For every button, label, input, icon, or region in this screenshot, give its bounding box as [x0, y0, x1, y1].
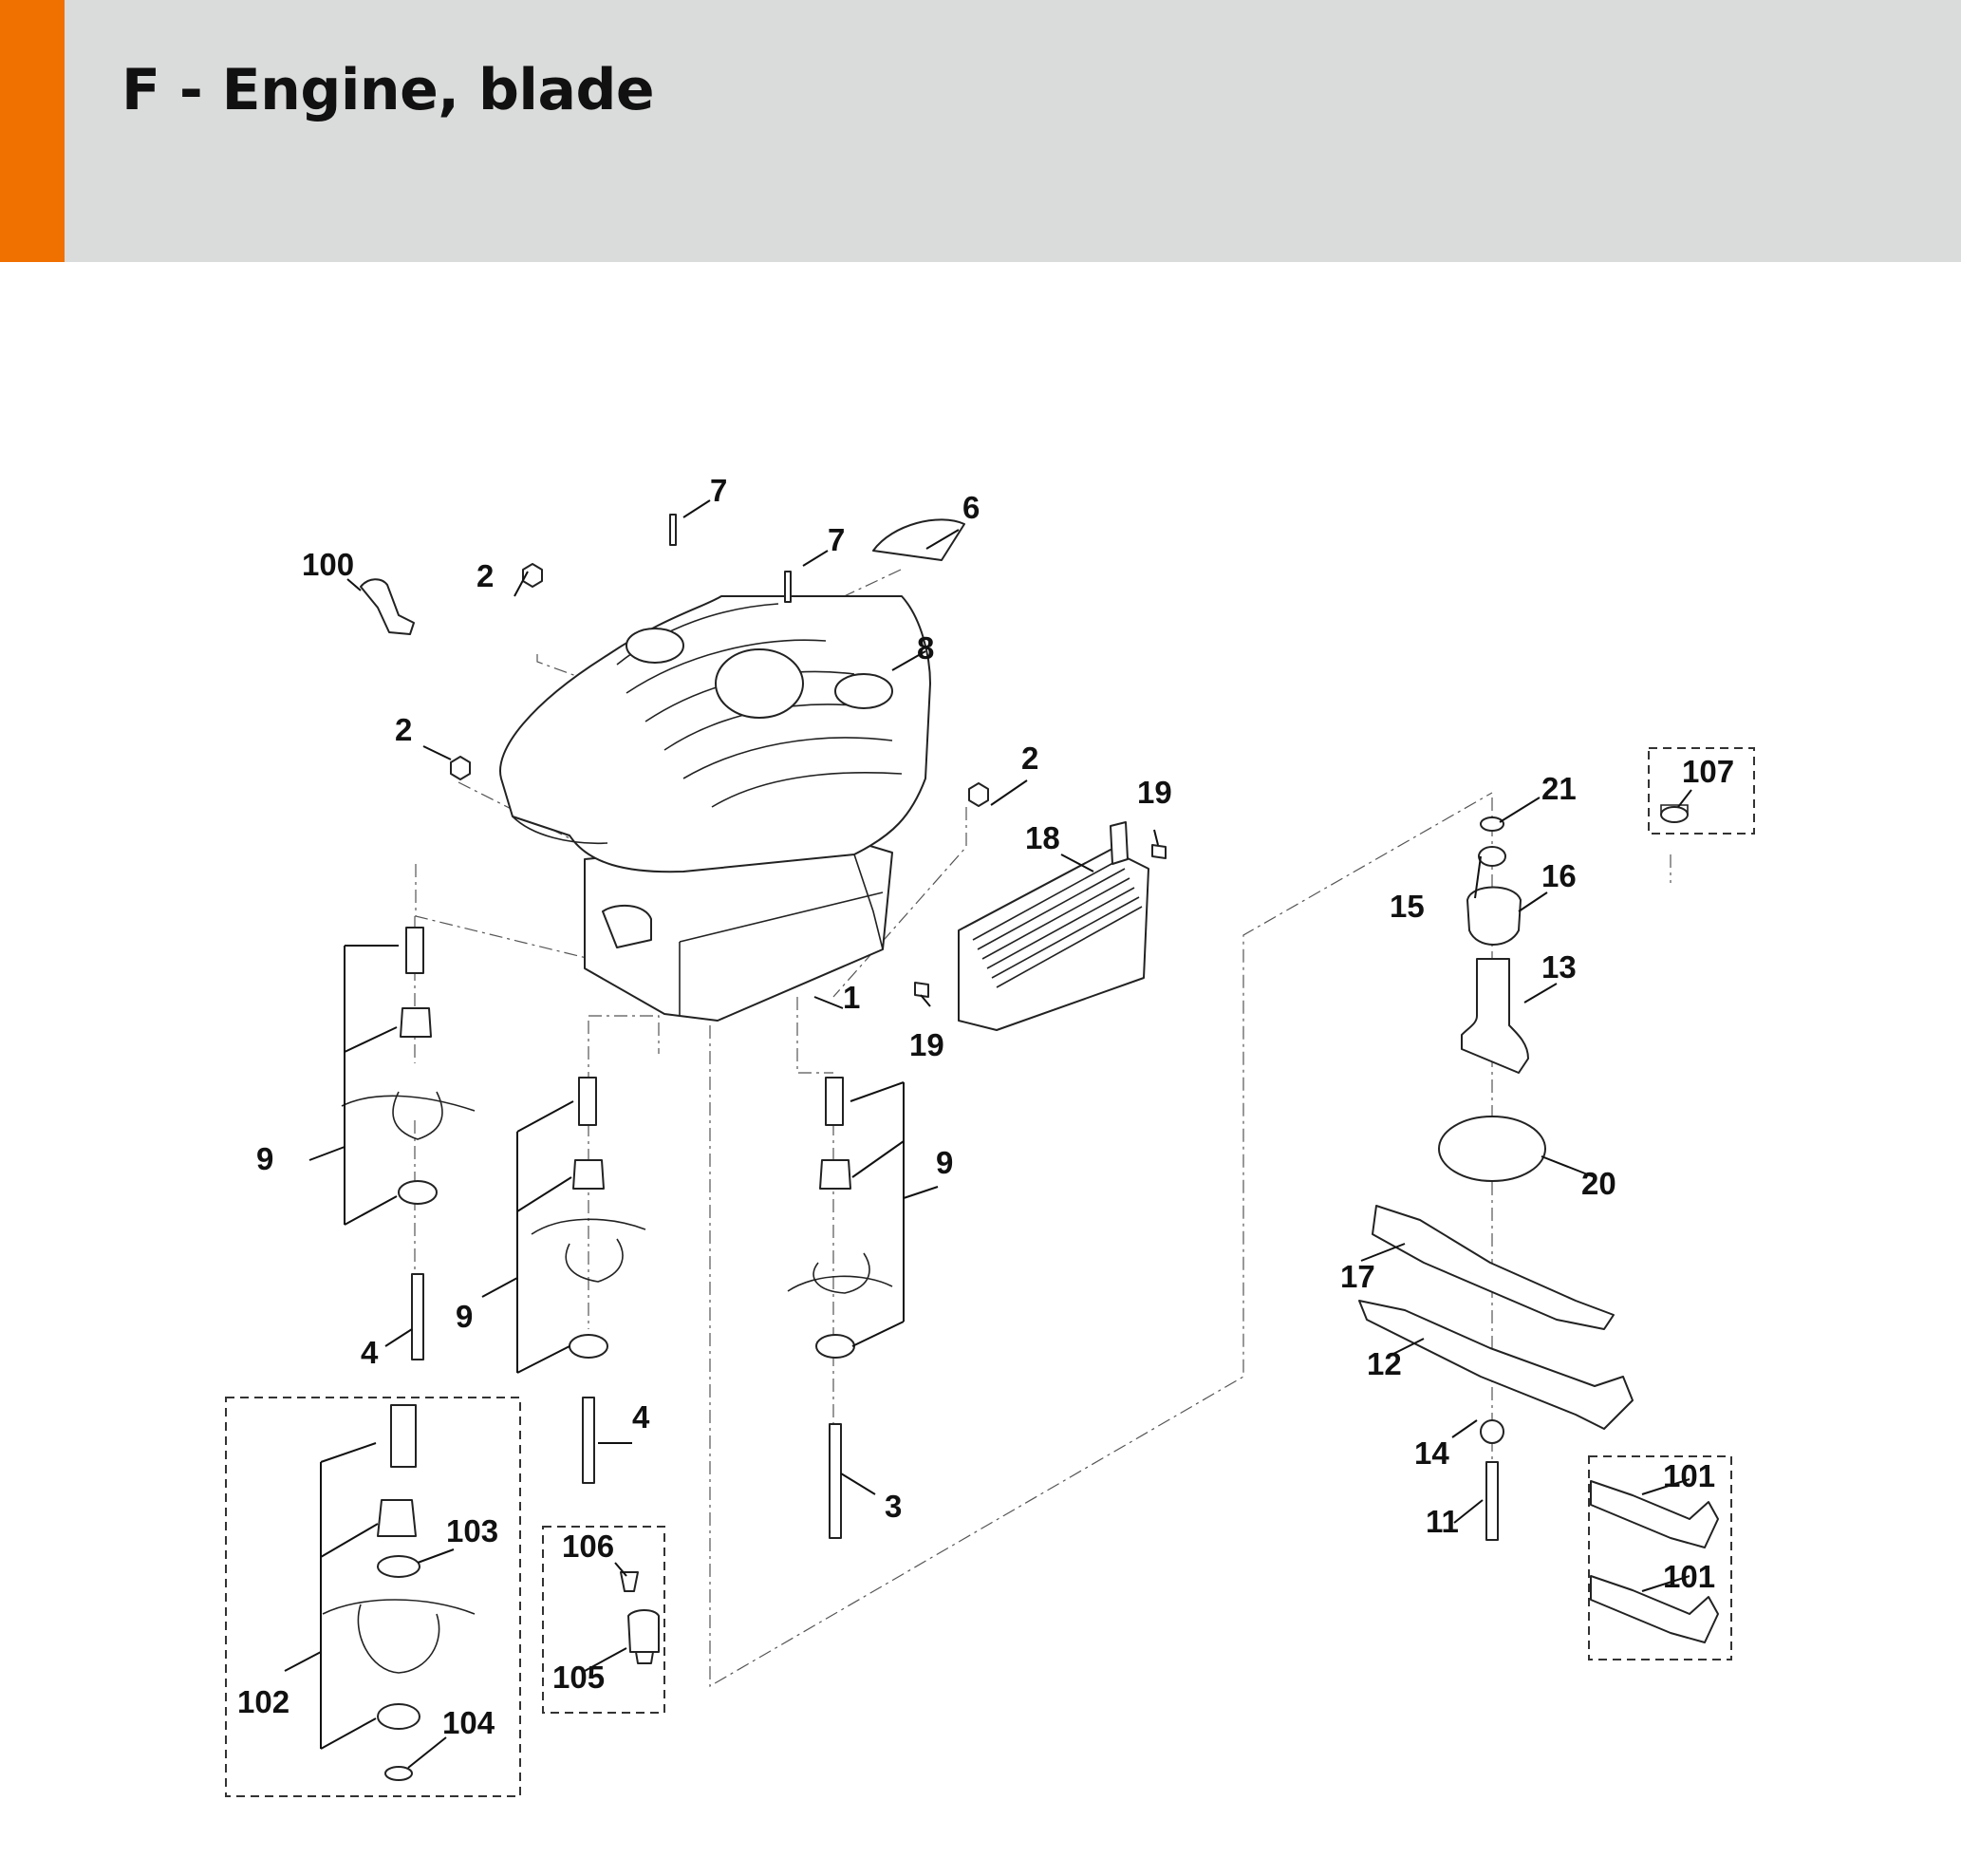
blade-adapter-stack — [1358, 816, 1634, 1541]
right-mount-stack — [787, 1077, 905, 1539]
callout-label: 101 — [1663, 1458, 1715, 1493]
nut-part — [968, 782, 989, 807]
screw-part — [784, 571, 792, 603]
callout-label: 8 — [917, 630, 934, 666]
callout-label: 3 — [885, 1489, 902, 1524]
engine-assembly — [499, 595, 931, 1022]
callout-label: 106 — [562, 1529, 614, 1564]
kit-box-105-106 — [542, 1526, 665, 1714]
callout-label: 9 — [256, 1141, 273, 1176]
callout-label: 16 — [1541, 858, 1577, 893]
callout-label: 1 — [843, 980, 860, 1015]
middle-mount-stack — [516, 1077, 646, 1484]
callout-label: 9 — [936, 1145, 953, 1180]
callout-label: 17 — [1340, 1259, 1375, 1294]
kit-box-101 — [1588, 1455, 1732, 1660]
callout-label: 100 — [302, 547, 354, 582]
page-title: F - Engine, blade — [121, 57, 655, 123]
callout-label: 18 — [1025, 820, 1060, 855]
screw-part — [669, 514, 677, 546]
cap-part — [872, 518, 965, 561]
left-mount-stack — [341, 927, 476, 1360]
callout-label: 101 — [1663, 1559, 1715, 1594]
callout-label: 4 — [361, 1335, 379, 1370]
callout-label: 103 — [446, 1513, 498, 1548]
muffler-assembly — [914, 821, 1167, 1031]
header-accent-bar — [0, 0, 65, 262]
plug-part — [360, 578, 415, 635]
callout-label: 19 — [909, 1027, 944, 1062]
callout-label: 107 — [1682, 754, 1734, 789]
callout-label: 20 — [1581, 1166, 1616, 1201]
callout-label: 7 — [828, 522, 845, 557]
callout-label: 12 — [1367, 1346, 1402, 1381]
callout-label: 6 — [962, 490, 980, 525]
kit-box-102 — [225, 1397, 521, 1797]
hardware-parts — [360, 514, 989, 807]
page-header: F - Engine, blade — [0, 0, 1961, 262]
callout-label: 104 — [442, 1705, 495, 1740]
callout-label: 11 — [1426, 1504, 1459, 1539]
callout-label: 105 — [552, 1660, 605, 1695]
callout-label: 4 — [632, 1399, 650, 1435]
callout-leader-lines — [284, 499, 1692, 1769]
callout-label: 2 — [476, 558, 494, 593]
callout-label: 21 — [1541, 771, 1577, 806]
kit-box-107 — [1648, 747, 1755, 835]
callout-label: 15 — [1390, 889, 1425, 924]
callout-label: 19 — [1137, 775, 1172, 810]
callout-label: 7 — [710, 473, 727, 508]
callout-label: 102 — [237, 1684, 289, 1719]
callout-label: 2 — [395, 712, 412, 747]
callout-label: 13 — [1541, 949, 1577, 985]
callout-label: 2 — [1021, 741, 1038, 776]
nut-part — [450, 756, 471, 780]
callout-label: 14 — [1414, 1435, 1449, 1471]
callout-labels: 7 7 6 100 2 8 2 2 19 18 1 19 9 9 9 4 4 3… — [237, 473, 1734, 1740]
callout-label: 9 — [456, 1299, 473, 1334]
